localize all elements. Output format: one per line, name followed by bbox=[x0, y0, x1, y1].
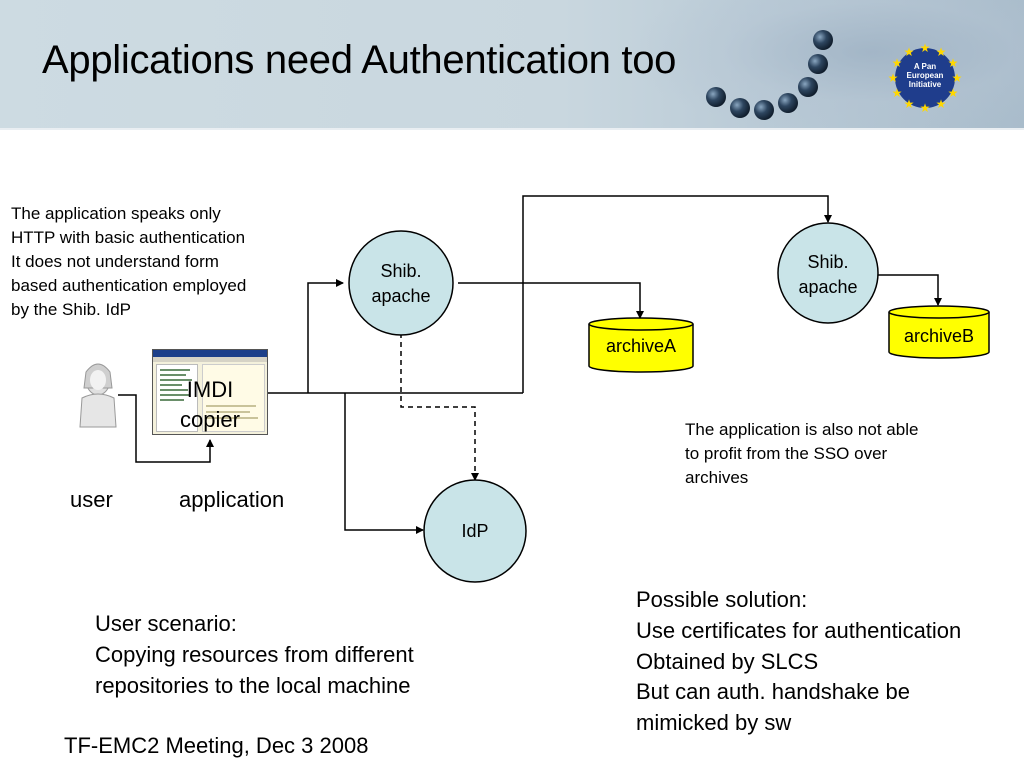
header-divider bbox=[0, 128, 1024, 130]
logo-badge: ★ ★ ★ ★ ★ ★ ★ ★ ★ ★ ★ ★ bbox=[888, 41, 963, 115]
svg-text:★: ★ bbox=[904, 97, 915, 111]
connector-app-to-idp bbox=[344, 393, 424, 534]
user-figure-icon bbox=[79, 363, 117, 428]
archive-b-label: archiveB bbox=[903, 326, 975, 346]
left-note-line4: based authentication employed bbox=[11, 276, 247, 295]
svg-text:★: ★ bbox=[936, 97, 947, 111]
possible-solution-line3: Obtained by SLCS bbox=[636, 649, 819, 674]
archive-a-label: archiveA bbox=[605, 336, 677, 356]
svg-text:★: ★ bbox=[920, 41, 931, 55]
connector-shib2-to-archiveB bbox=[876, 274, 942, 306]
app-label-line1: IMDI bbox=[186, 377, 234, 402]
svg-text:★: ★ bbox=[892, 56, 903, 70]
possible-solution-line1: Possible solution: bbox=[636, 587, 808, 612]
window-titlebar bbox=[153, 350, 267, 357]
application-window-thumbnail bbox=[152, 349, 268, 435]
svg-text:★: ★ bbox=[948, 56, 959, 70]
slide-title: Applications need Authentication too bbox=[42, 38, 677, 82]
left-note-line1: The application speaks only bbox=[11, 204, 221, 223]
shib-apache-node-1 bbox=[348, 230, 454, 336]
header-banner bbox=[0, 0, 1024, 130]
left-note-line2: HTTP with basic authentication bbox=[11, 228, 246, 247]
window-tree-pane bbox=[156, 364, 198, 432]
footer-text: TF-EMC2 Meeting, Dec 3 2008 bbox=[64, 733, 369, 758]
user-scenario-line3: repositories to the local machine bbox=[95, 673, 411, 698]
svg-text:★: ★ bbox=[904, 45, 915, 59]
user-scenario-line2: Copying resources from different bbox=[95, 642, 414, 667]
connector-app-to-shib1 bbox=[307, 279, 344, 393]
left-note-line5: by the Shib. IdP bbox=[11, 300, 132, 319]
window-menubar bbox=[153, 357, 267, 362]
shib-apache-node-2 bbox=[777, 222, 879, 324]
application-label: application bbox=[179, 487, 285, 512]
app-label-line2: copier bbox=[180, 407, 240, 432]
svg-text:★: ★ bbox=[892, 86, 903, 100]
archive-b-cylinder bbox=[888, 305, 990, 359]
connector-app-to-shib2 bbox=[522, 195, 832, 393]
svg-text:★: ★ bbox=[936, 45, 947, 59]
logo-text: A Pan European Initiative bbox=[906, 62, 944, 89]
connector-shib1-to-archiveA bbox=[458, 282, 644, 319]
shib-apache-1-label-line1: Shib. bbox=[380, 261, 422, 281]
right-note-line2: to profit from the SSO over bbox=[685, 444, 888, 463]
connector-shib1-to-idp bbox=[400, 333, 479, 481]
shib-apache-2-label-line1: Shib. bbox=[807, 252, 849, 272]
shib-apache-2-label-line2: apache bbox=[798, 277, 858, 297]
star-ring-icon: ★ ★ ★ ★ ★ ★ ★ ★ ★ ★ ★ ★ bbox=[888, 41, 963, 115]
svg-text:★: ★ bbox=[888, 71, 899, 85]
right-note-line1: The application is also not able bbox=[685, 420, 919, 439]
user-label: user bbox=[70, 487, 113, 512]
user-scenario-line1: User scenario: bbox=[95, 611, 237, 636]
archive-a-cylinder bbox=[588, 317, 694, 373]
possible-solution-line2: Use certificates for authentication bbox=[636, 618, 962, 643]
idp-node bbox=[423, 479, 527, 583]
idp-label: IdP bbox=[461, 521, 489, 541]
svg-text:★: ★ bbox=[920, 101, 931, 115]
possible-solution-line4: But can auth. handshake be bbox=[636, 679, 910, 704]
shib-apache-1-label-line2: apache bbox=[371, 286, 431, 306]
window-content-pane bbox=[202, 364, 265, 432]
europe-map-background bbox=[640, 0, 1024, 130]
right-note-line3: archives bbox=[685, 468, 749, 487]
possible-solution-line5: mimicked by sw bbox=[636, 710, 792, 735]
connector-user-to-app bbox=[118, 394, 214, 463]
left-note-line3: It does not understand form bbox=[11, 252, 219, 271]
svg-text:★: ★ bbox=[948, 86, 959, 100]
svg-text:★: ★ bbox=[952, 71, 963, 85]
bead-arc bbox=[706, 30, 833, 120]
